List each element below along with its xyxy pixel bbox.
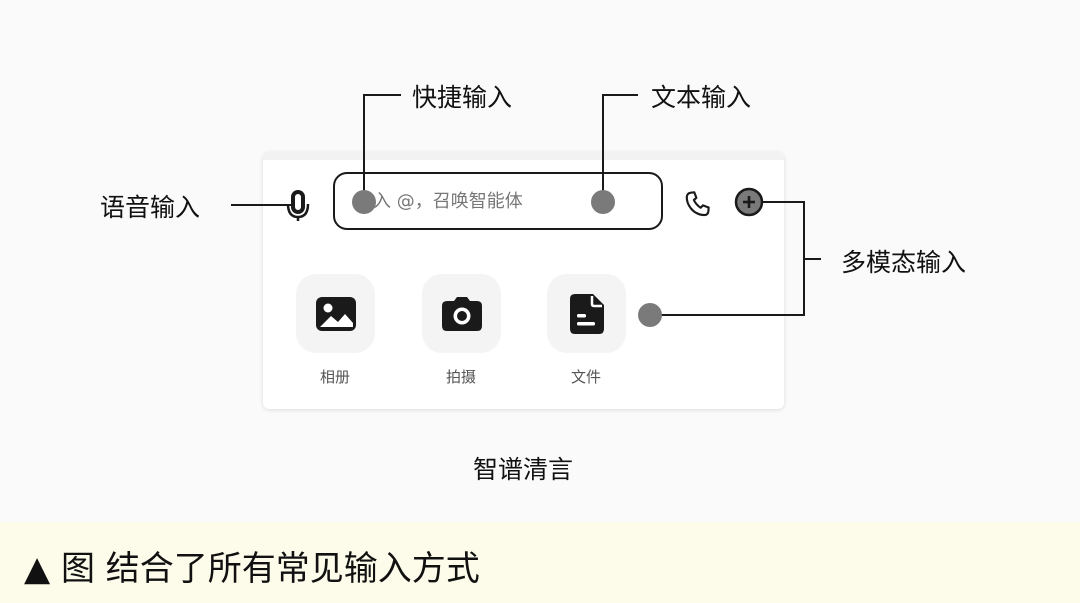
text-input-leader-h [602, 94, 638, 96]
text-input-leader-v [602, 94, 604, 202]
annotation-multimodal-input: 多模态输入 [841, 248, 967, 277]
camera-icon [441, 296, 482, 331]
text-input-marker [591, 190, 615, 214]
multimodal-leader-bottom [650, 314, 805, 316]
camera-button[interactable] [422, 274, 501, 353]
album-label: 相册 [319, 368, 350, 386]
file-button[interactable] [547, 274, 626, 353]
multimodal-leader-mid [803, 258, 821, 260]
camera-label: 拍摄 [445, 368, 476, 386]
multimodal-leader-top [763, 201, 805, 203]
annotation-text-input: 文本输入 [651, 83, 752, 112]
multimodal-marker [638, 303, 662, 327]
quick-input-marker [352, 190, 376, 214]
microphone-button[interactable] [283, 188, 313, 222]
image-icon [315, 296, 356, 331]
panel-top-edge [263, 152, 784, 160]
call-button[interactable] [682, 188, 714, 220]
annotation-voice-input: 语音输入 [100, 193, 201, 222]
annotation-quick-input: 快捷输入 [412, 83, 513, 112]
voice-input-leader [231, 204, 293, 206]
more-options-button[interactable] [734, 187, 764, 217]
plus-circle-icon [734, 187, 764, 217]
caption-bar [0, 522, 1080, 603]
file-icon [569, 293, 604, 334]
quick-input-leader-h [363, 94, 401, 96]
app-name: 智谱清言 [472, 455, 573, 484]
message-input[interactable] [355, 187, 585, 215]
figure-caption: ▲ 图 结合了所有常见输入方式 [24, 549, 480, 589]
phone-icon [685, 191, 710, 217]
file-label: 文件 [570, 368, 601, 386]
microphone-icon [286, 190, 310, 221]
quick-input-leader-v [363, 94, 365, 202]
album-button[interactable] [296, 274, 375, 353]
